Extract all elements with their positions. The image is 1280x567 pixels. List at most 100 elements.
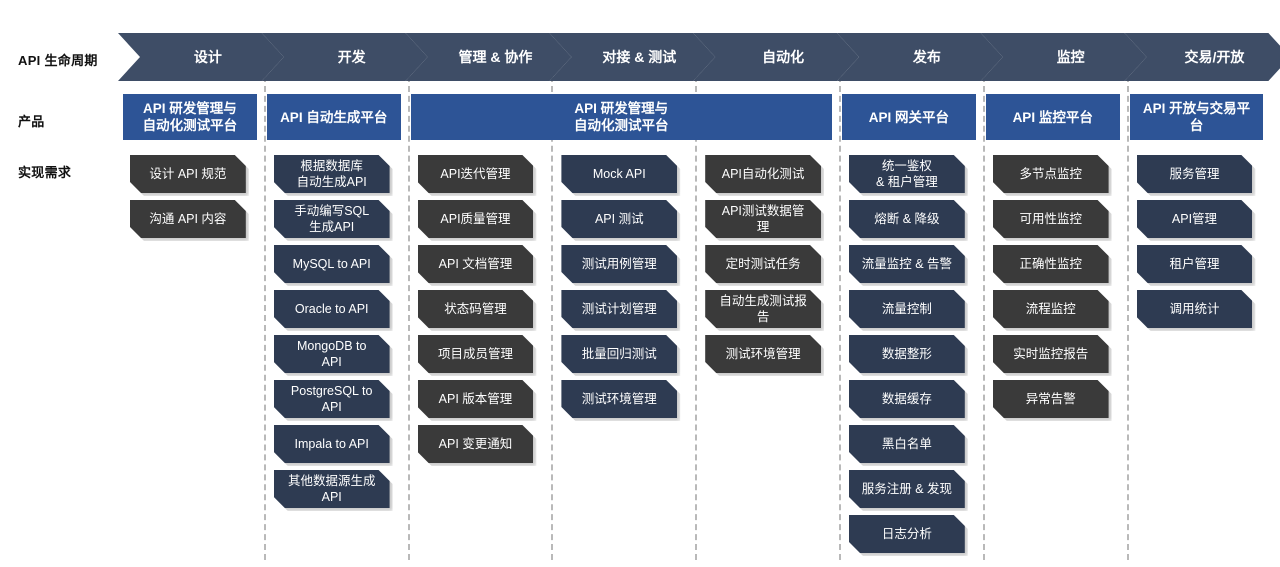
requirement-chip-label: 测试环境管理 bbox=[581, 392, 657, 406]
row-label-requirements: 实现需求 bbox=[18, 165, 72, 180]
requirement-chip[interactable]: 流量控制 bbox=[849, 290, 965, 328]
requirement-chip-label: 流量控制 bbox=[881, 302, 932, 316]
requirement-chip-label: 测试用例管理 bbox=[581, 257, 657, 271]
requirement-chip-label: MongoDB to API bbox=[296, 339, 367, 369]
requirement-chip[interactable]: 熔断 & 降级 bbox=[849, 200, 965, 238]
requirement-chip[interactable]: API 版本管理 bbox=[418, 380, 534, 418]
lifecycle-stage-1[interactable]: 设计 bbox=[118, 33, 284, 81]
requirement-chip[interactable]: 多节点监控 bbox=[993, 155, 1109, 193]
requirement-chip-label: 数据缓存 bbox=[881, 392, 932, 406]
lifecycle-stage-4[interactable]: 对接 & 测试 bbox=[549, 33, 715, 81]
requirement-chip-label: Impala to API bbox=[294, 437, 369, 451]
lifecycle-stage-7[interactable]: 监控 bbox=[981, 33, 1147, 81]
requirement-chip-label: API管理 bbox=[1171, 212, 1218, 226]
lifecycle-stage-3[interactable]: 管理 & 协作 bbox=[406, 33, 572, 81]
requirement-chip[interactable]: API自动化测试 bbox=[705, 155, 821, 193]
requirement-chip[interactable]: MongoDB to API bbox=[274, 335, 390, 373]
lifecycle-stage-label: 开发 bbox=[337, 49, 366, 65]
requirement-chip-label: 实时监控报告 bbox=[1013, 347, 1089, 361]
requirement-chip[interactable]: 其他数据源生成 API bbox=[274, 470, 390, 508]
requirement-chip[interactable]: 根据数据库 自动生成API bbox=[274, 155, 390, 193]
requirement-chip[interactable]: API质量管理 bbox=[418, 200, 534, 238]
lifecycle-stage-2[interactable]: 开发 bbox=[262, 33, 428, 81]
requirement-chip-label: 统一鉴权 & 租户管理 bbox=[875, 159, 938, 189]
requirement-chip[interactable]: 沟通 API 内容 bbox=[130, 200, 246, 238]
requirement-chip[interactable]: 流量监控 & 告警 bbox=[849, 245, 965, 283]
requirement-chip[interactable]: 项目成员管理 bbox=[418, 335, 534, 373]
requirement-chip[interactable]: 正确性监控 bbox=[993, 245, 1109, 283]
requirement-chip[interactable]: 定时测试任务 bbox=[705, 245, 821, 283]
requirement-chip[interactable]: MySQL to API bbox=[274, 245, 390, 283]
column-separator bbox=[1126, 76, 1129, 560]
requirement-chip[interactable]: 异常告警 bbox=[993, 380, 1109, 418]
requirement-chip[interactable]: 流程监控 bbox=[993, 290, 1109, 328]
product-band-label: API 研发管理与 自动化测试平台 bbox=[574, 101, 669, 133]
product-band-label: API 自动生成平台 bbox=[280, 109, 388, 125]
requirement-chip-label: API 文档管理 bbox=[438, 257, 513, 271]
product-band-1[interactable]: API 研发管理与 自动化测试平台 bbox=[123, 94, 257, 140]
requirement-chip[interactable]: 租户管理 bbox=[1137, 245, 1253, 283]
lifecycle-stage-label: 设计 bbox=[193, 49, 222, 65]
lifecycle-stage-8[interactable]: 交易/开放 bbox=[1125, 33, 1280, 81]
requirement-chip[interactable]: 自动生成测试报 告 bbox=[705, 290, 821, 328]
requirement-chip-label: MySQL to API bbox=[292, 257, 371, 271]
lifecycle-stage-5[interactable]: 自动化 bbox=[693, 33, 859, 81]
requirement-chip-label: 手动编写SQL 生成API bbox=[294, 204, 370, 234]
requirement-chip[interactable]: API管理 bbox=[1137, 200, 1253, 238]
requirement-chip[interactable]: 批量回归测试 bbox=[561, 335, 677, 373]
requirement-chip[interactable]: Mock API bbox=[561, 155, 677, 193]
requirement-chip-label: 租户管理 bbox=[1169, 257, 1220, 271]
column-separator bbox=[982, 76, 985, 560]
column-separator bbox=[839, 76, 841, 560]
lifecycle-stage-6[interactable]: 发布 bbox=[837, 33, 1003, 81]
row-label-product: 产品 bbox=[18, 114, 45, 129]
requirement-chip[interactable]: 测试用例管理 bbox=[561, 245, 677, 283]
product-band-3[interactable]: API 研发管理与 自动化测试平台 bbox=[410, 94, 832, 140]
requirement-chip[interactable]: 可用性监控 bbox=[993, 200, 1109, 238]
product-band-2[interactable]: API 自动生成平台 bbox=[266, 94, 401, 140]
requirement-chip[interactable]: 日志分析 bbox=[849, 515, 965, 553]
requirement-chip[interactable]: 测试环境管理 bbox=[561, 380, 677, 418]
requirement-chip[interactable]: 手动编写SQL 生成API bbox=[274, 200, 390, 238]
requirement-chip[interactable]: 状态码管理 bbox=[418, 290, 534, 328]
requirement-chip[interactable]: 测试计划管理 bbox=[561, 290, 677, 328]
requirement-chip[interactable]: 数据整形 bbox=[849, 335, 965, 373]
requirement-chip-label: 服务注册 & 发现 bbox=[861, 482, 953, 496]
product-band-label: API 监控平台 bbox=[1012, 109, 1093, 125]
requirement-chip-label: 批量回归测试 bbox=[581, 347, 657, 361]
requirement-chip[interactable]: 服务管理 bbox=[1137, 155, 1253, 193]
product-band-label: API 开放与交易平 台 bbox=[1142, 101, 1251, 133]
requirement-chip-label: 其他数据源生成 API bbox=[287, 474, 376, 504]
requirement-chip[interactable]: 实时监控报告 bbox=[993, 335, 1109, 373]
product-band-4[interactable]: API 网关平台 bbox=[842, 94, 976, 140]
requirement-chip-label: 流程监控 bbox=[1025, 302, 1076, 316]
product-band-6[interactable]: API 开放与交易平 台 bbox=[1129, 94, 1264, 140]
requirement-chip[interactable]: Oracle to API bbox=[274, 290, 390, 328]
requirement-chip-label: 测试环境管理 bbox=[725, 347, 801, 361]
requirement-chip-label: 状态码管理 bbox=[444, 302, 507, 316]
requirement-chip[interactable]: API测试数据管 理 bbox=[705, 200, 821, 238]
requirement-chip[interactable]: API 变更通知 bbox=[418, 425, 534, 463]
requirement-chip-label: 日志分析 bbox=[881, 527, 932, 541]
column-separator bbox=[551, 76, 554, 560]
requirement-chip[interactable]: 统一鉴权 & 租户管理 bbox=[849, 155, 965, 193]
requirement-chip-label: PostgreSQL to API bbox=[290, 384, 373, 414]
requirement-chip-label: 调用统计 bbox=[1169, 302, 1220, 316]
requirement-chip[interactable]: Impala to API bbox=[274, 425, 390, 463]
requirement-chip[interactable]: API 文档管理 bbox=[418, 245, 534, 283]
requirement-chip[interactable]: API 测试 bbox=[561, 200, 677, 238]
requirement-chip[interactable]: 服务注册 & 发现 bbox=[849, 470, 965, 508]
requirement-chip[interactable]: 调用统计 bbox=[1137, 290, 1253, 328]
requirement-chip[interactable]: 设计 API 规范 bbox=[130, 155, 246, 193]
requirement-chip-label: 正确性监控 bbox=[1019, 257, 1082, 271]
requirement-chip-label: API自动化测试 bbox=[721, 167, 805, 181]
requirement-chip[interactable]: 黑白名单 bbox=[849, 425, 965, 463]
requirement-chip-label: 设计 API 规范 bbox=[149, 167, 227, 181]
lifecycle-stage-label: 对接 & 测试 bbox=[602, 49, 677, 65]
requirement-chip[interactable]: 测试环境管理 bbox=[705, 335, 821, 373]
requirement-chip-label: API 变更通知 bbox=[438, 437, 513, 451]
product-band-5[interactable]: API 监控平台 bbox=[985, 94, 1120, 140]
requirement-chip[interactable]: 数据缓存 bbox=[849, 380, 965, 418]
requirement-chip[interactable]: PostgreSQL to API bbox=[274, 380, 390, 418]
requirement-chip[interactable]: API迭代管理 bbox=[418, 155, 534, 193]
